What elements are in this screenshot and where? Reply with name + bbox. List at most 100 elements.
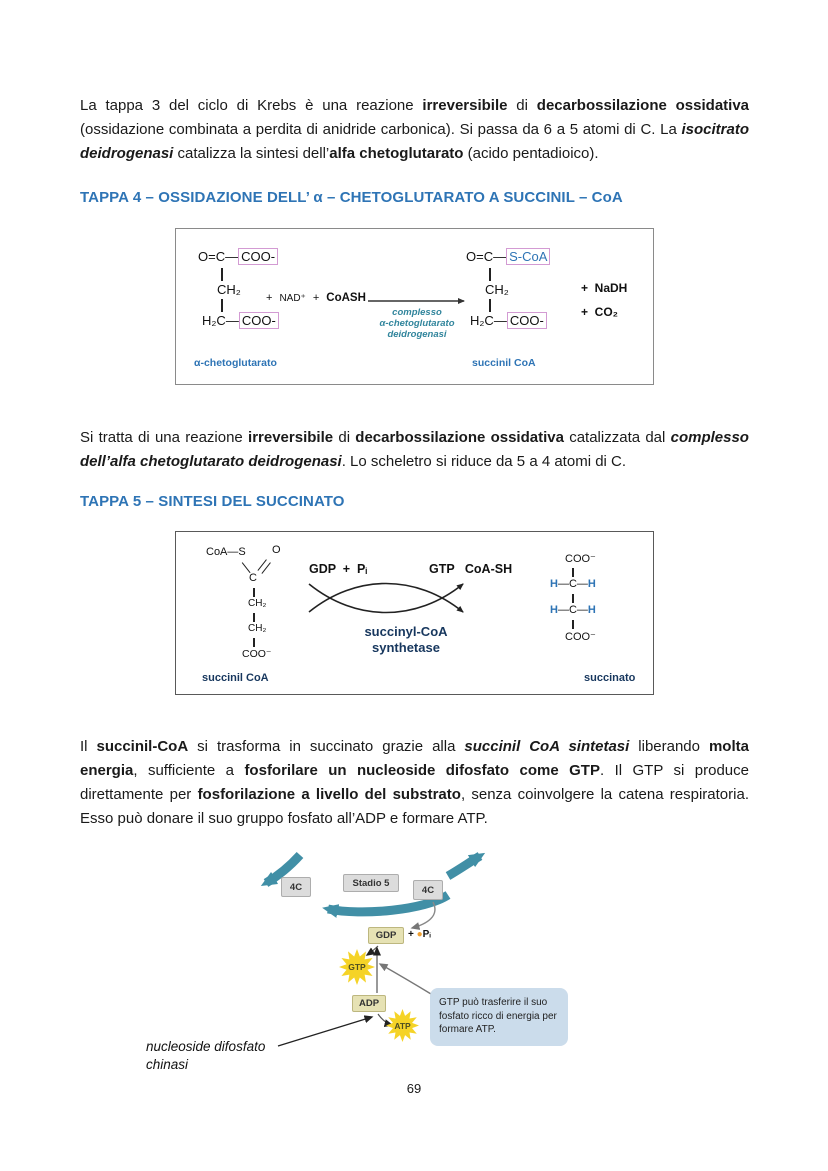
pi-label: Pᵢ: [422, 929, 431, 940]
carbonyl-oxygen: O: [272, 544, 281, 556]
succinyl-coa-label: succinil CoA: [472, 357, 536, 369]
carbon-atom: C: [568, 578, 577, 590]
alpha-ketoglutarate-line1: O=C—COO-: [198, 248, 279, 265]
hydrogen-atom: H: [587, 578, 596, 590]
plus-sign: +: [312, 292, 320, 304]
text-run: isocitrato deidrogenasi: [80, 121, 749, 162]
ch2-group: CH₂: [248, 623, 267, 634]
bond-dash: —: [576, 578, 588, 590]
enzyme-label: succinyl-CoA synthetase: [331, 624, 481, 656]
text-run: complesso dell’alfa chetoglutarato deidr…: [80, 429, 749, 470]
heading-tappa-4: TAPPA 4 – OSSIDAZIONE DELL’ α – CHETOGLU…: [80, 189, 623, 206]
co2-label: + CO₂: [581, 305, 619, 319]
bond-dash: —: [557, 604, 569, 616]
enzyme-label: complesso α-chetoglutarato deidrogenasi: [360, 307, 474, 340]
text-run: decarbossilazione ossidativa: [536, 97, 750, 114]
text-run: di: [333, 429, 356, 446]
carbon-atom: C: [568, 604, 577, 616]
nad-label: NAD⁺: [279, 293, 306, 304]
atp-label: ATP: [394, 1020, 411, 1031]
text-run: . Il GTP si produce direttamente per: [80, 762, 749, 803]
coa-s-label: CoA—S: [206, 546, 246, 558]
figure-tappa4-reaction-scheme: O=C—COO- CH₂ H₂C—COO- α-chetoglutarato +…: [175, 228, 654, 385]
text-run: (acido pentadioico).: [463, 145, 599, 162]
cofactors-group: + NAD⁺ + CoASH: [266, 292, 366, 304]
alpha-ketoglutarate-line2: CH₂: [217, 282, 241, 297]
hydrogen-atom: H: [550, 604, 558, 616]
ch2-group: CH₂: [248, 598, 267, 609]
plus-sign: +: [408, 929, 414, 940]
adp-box: ADP: [352, 995, 386, 1012]
hydrogen-atom: H: [550, 578, 558, 590]
succinyl-coa-line2: CH₂: [485, 282, 509, 297]
gtp-callout: GTP può trasferire il suo fosfato ricco …: [430, 988, 568, 1046]
carboxyl-highlight: COO-: [506, 312, 547, 329]
reaction-arrow-icon: [368, 298, 465, 304]
h-c-h-row: H—C—H: [550, 578, 596, 590]
enzyme-line: synthetase: [372, 640, 440, 655]
enzyme-line: succinyl-CoA: [364, 624, 448, 639]
enzyme-caption: nucleoside difosfato chinasi: [146, 1038, 265, 1074]
enzyme-line: complesso: [392, 307, 442, 318]
paragraph-tappa4: Si tratta di una reazione irreversibile …: [80, 426, 749, 474]
h-c-h-row: H—C—H: [550, 604, 596, 616]
text-run: succinil-CoA: [96, 738, 189, 755]
succinyl-coa-line1: O=C—S-CoA: [466, 248, 551, 265]
page-number: 69: [406, 1081, 422, 1096]
hydrogen-atom: H: [587, 604, 596, 616]
text-run: alfa chetoglutarato: [329, 145, 464, 162]
single-bond-icon: [221, 299, 223, 312]
paragraph-intro: La tappa 3 del ciclo di Krebs è una reaz…: [80, 94, 749, 166]
carboxylate-group: COO⁻: [565, 553, 596, 565]
compound-4c-left-box: 4C: [281, 877, 311, 897]
text-run: La tappa 3 del ciclo di Krebs è una reaz…: [80, 97, 423, 114]
text-run: fosforilazione a livello del substrato: [197, 786, 461, 803]
alpha-ketoglutarate-label: α-chetoglutarato: [194, 357, 277, 369]
text-run: fosforilare un nucleoside difosfato come…: [244, 762, 600, 779]
single-bond-icon: [572, 620, 574, 629]
single-bond-icon: [572, 594, 574, 603]
caption-line: nucleoside difosfato: [146, 1039, 266, 1054]
single-bond-icon: [253, 588, 255, 597]
succinate-label: succinato: [584, 672, 636, 684]
carboxyl-highlight: COO-: [238, 312, 279, 329]
text-run: di: [507, 97, 537, 114]
succinyl-coa-line3: H₂C—COO-: [470, 312, 547, 329]
enzyme-line: deidrogenasi: [387, 329, 447, 340]
plus-pi-label: + ●Pᵢ: [408, 929, 431, 940]
formula-text: H₂C—: [202, 313, 239, 328]
paragraph-tappa5: Il succinil-CoA si trasforma in succinat…: [80, 735, 749, 831]
substrates-label: GDP + Pᵢ: [309, 562, 368, 576]
single-bond-icon: [253, 638, 255, 647]
single-bond-icon: [253, 613, 255, 622]
text-run: succinil CoA sintetasi: [464, 738, 630, 755]
text-run: catalizza la sintesi dell’: [173, 145, 330, 162]
gtp-label: GTP: [348, 962, 366, 972]
text-run: Il: [80, 738, 97, 755]
succinyl-coa-label: succinil CoA: [202, 672, 269, 684]
single-bond-icon: [489, 299, 491, 312]
text-run: irreversibile: [248, 429, 334, 446]
text-run: molta energia: [80, 738, 749, 779]
carbonyl-carbon: C: [249, 572, 257, 584]
figure-substrate-phosphorylation: 4C Stadio 5 4C GDP + ●Pᵢ GTP ADP ATP GTP…: [140, 848, 610, 1078]
coash-label: CoASH: [326, 292, 366, 304]
text-run: liberando: [629, 738, 709, 755]
single-bond-icon: [221, 268, 223, 281]
formula-text: O=C—: [198, 249, 239, 264]
text-run: catalizzata dal: [563, 429, 671, 446]
heading-tappa-5: TAPPA 5 – SINTESI DEL SUCCINATO: [80, 493, 345, 510]
bond-dash: —: [557, 578, 569, 590]
text-run: irreversibile: [422, 97, 508, 114]
compound-4c-right-box: 4C: [413, 880, 443, 900]
text-run: , senza coinvolgere la catena respirator…: [80, 786, 749, 827]
formula-text: H₂C—: [470, 313, 507, 328]
text-run: (ossidazione combinata a perdita di anid…: [80, 121, 682, 138]
enzyme-line: α-chetoglutarato: [379, 318, 455, 329]
nadh-label: + NaDH: [581, 281, 628, 295]
carboxyl-highlight: COO-: [238, 248, 279, 265]
alpha-ketoglutarate-line3: H₂C—COO-: [202, 312, 279, 329]
text-run: , sufficiente a: [133, 762, 245, 779]
single-bond-icon: [572, 568, 574, 577]
